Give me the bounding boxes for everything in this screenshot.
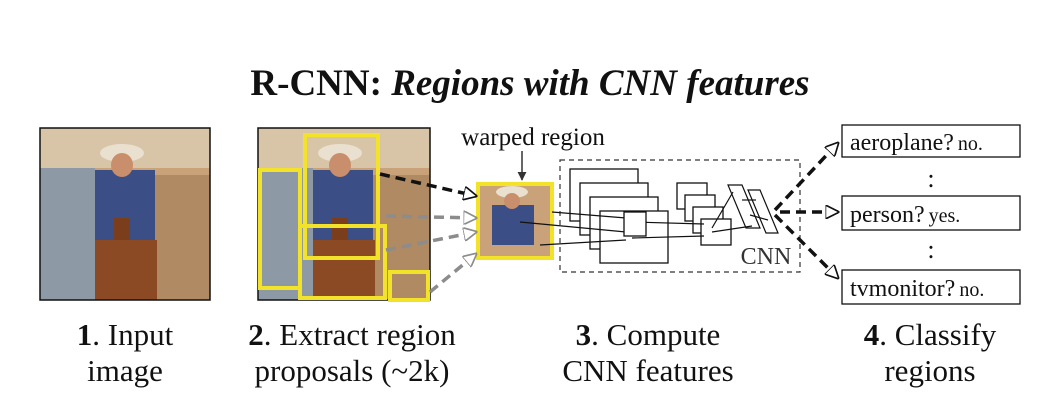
cnn-dashed-frame [559, 159, 801, 273]
ellipsis-top: : [927, 164, 934, 193]
step-2-number: 2 [248, 317, 264, 352]
step-4-number: 4 [863, 317, 880, 352]
step-2-line1: . Extract region [263, 317, 456, 352]
proposal-box-person [303, 133, 380, 260]
step-3-label: 3. Compute CNN features [528, 317, 768, 389]
step-3-line1: . Compute [591, 317, 721, 352]
proposal-arrows [379, 172, 476, 294]
class-answer-tvmonitor: no. [959, 279, 984, 301]
svg-text:tvmonitor?no.: tvmonitor?no. [850, 276, 984, 302]
warped-region-label: warped region [461, 124, 605, 151]
cnn-block: CNN [519, 159, 801, 273]
proposal-arrow-black [379, 172, 476, 196]
warped-region-image [476, 182, 554, 260]
step-2-label: 2. Extract region proposals (~2k) [222, 317, 482, 389]
class-label-person: person? [850, 202, 925, 228]
class-arrow-aeroplane [773, 143, 838, 212]
title-main: R-CNN: [250, 63, 382, 104]
class-answer-person: yes. [929, 205, 961, 227]
class-label-tvmonitor: tvmonitor? [850, 276, 955, 302]
proposals-image [257, 127, 431, 301]
cnn-fc-2 [747, 189, 779, 234]
class-label-aeroplane: aeroplane? [850, 130, 954, 156]
step-4-label: 4. Classify regions [825, 317, 1035, 389]
svg-text:aeroplane?no.: aeroplane?no. [850, 130, 983, 156]
step-3-number: 3 [575, 317, 592, 352]
step-1-number: 1 [76, 317, 93, 352]
classification-arrows [773, 143, 838, 278]
cnn-label: CNN [741, 244, 792, 270]
proposal-box-horse [298, 224, 387, 300]
step-1-line1: . Input [92, 317, 174, 352]
class-box-tvmonitor: tvmonitor?no. [841, 269, 1021, 305]
step-4-line1: . Classify [879, 317, 997, 352]
step-3-line2: CNN features [562, 353, 734, 388]
step-1-line2: image [87, 353, 163, 388]
proposal-arrow-gray-3 [428, 254, 476, 294]
svg-text:person?yes.: person?yes. [850, 202, 960, 228]
step-1-label: 1. Input image [30, 317, 220, 389]
class-box-aeroplane: aeroplane?no. [841, 124, 1021, 158]
class-box-person: person?yes. [841, 195, 1021, 231]
cnn-fc-1 [727, 184, 761, 229]
region-proposal-boxes [258, 133, 430, 302]
diagram-title: R-CNN: Regions with CNN features [0, 62, 1060, 105]
title-subtitle: Regions with CNN features [391, 63, 810, 104]
step-2-line2: proposals (~2k) [254, 353, 450, 388]
input-image [39, 127, 211, 301]
step-4-line2: regions [884, 353, 976, 388]
ellipsis-bottom: : [927, 235, 934, 264]
proposal-box-small [388, 270, 430, 302]
class-answer-aeroplane: no. [958, 133, 983, 155]
